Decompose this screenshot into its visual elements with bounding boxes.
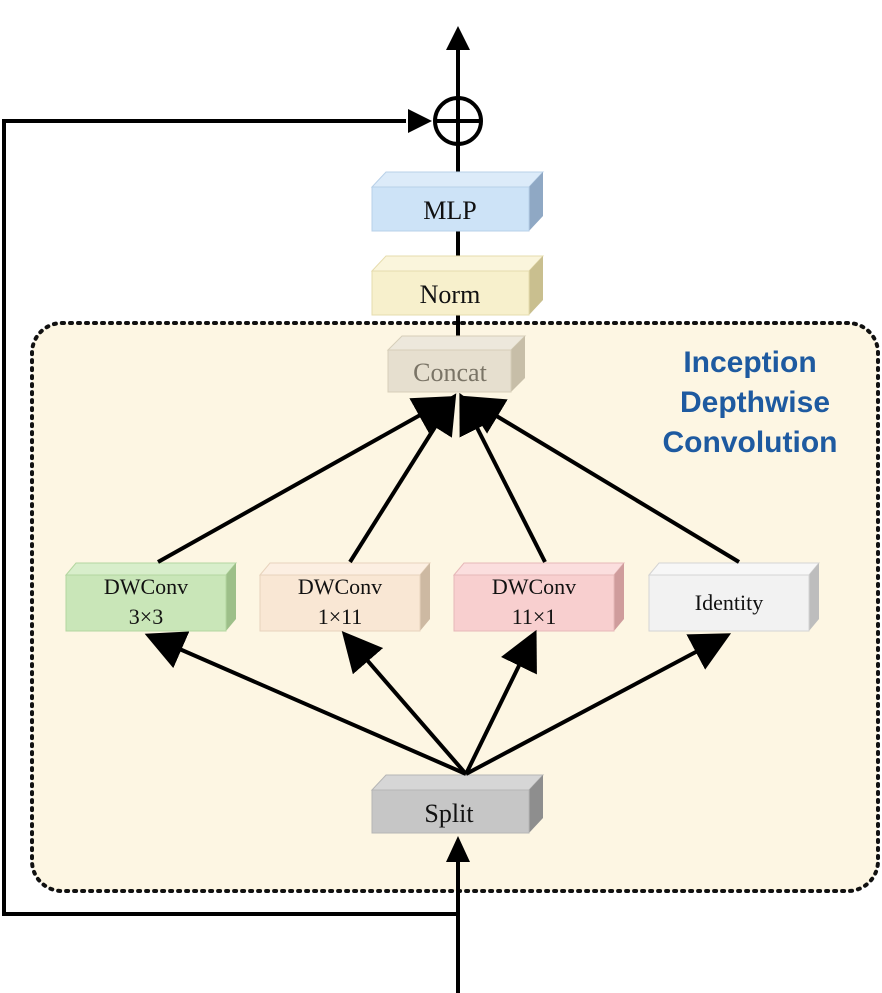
branch-label-line2: 3×3 bbox=[129, 604, 163, 629]
input-arrow-head bbox=[446, 836, 470, 862]
concat-block: Concat bbox=[386, 335, 527, 393]
residual-skip-connection bbox=[2, 119, 458, 916]
branch-block-dwconv-1x11: DWConv 1×11 bbox=[258, 562, 432, 632]
split-block: Split bbox=[370, 774, 545, 834]
branch-1x11-to-concat-arrow bbox=[348, 393, 457, 564]
output-arrow-head bbox=[446, 26, 470, 50]
norm-block: Norm bbox=[370, 255, 545, 316]
branch-3x3-to-concat-arrow bbox=[157, 396, 454, 564]
branch-block-dwconv-11x1: DWConv 11×1 bbox=[452, 562, 626, 632]
split-to-identity-arrow bbox=[465, 633, 732, 776]
branch-label-line1: DWConv bbox=[104, 574, 188, 599]
branch-label-line2: 11×1 bbox=[512, 604, 557, 629]
identity-to-concat-arrow bbox=[463, 395, 741, 564]
circle-plus-icon bbox=[433, 96, 483, 146]
concat-label: Concat bbox=[413, 358, 487, 387]
split-label: Split bbox=[424, 799, 474, 828]
mlp-block: MLP bbox=[370, 171, 545, 232]
branch-label-line2: 1×11 bbox=[318, 604, 363, 629]
branch-block-dwconv-3x3: DWConv 3×3 bbox=[64, 562, 238, 632]
branch-label-line1: DWConv bbox=[298, 574, 382, 599]
region-title-line-2: Depthwise bbox=[680, 386, 830, 419]
split-to-branch-3x3-arrow bbox=[144, 631, 467, 776]
split-to-branch-1x11-arrow bbox=[341, 630, 468, 776]
residual-arrow-head bbox=[408, 109, 432, 133]
region-title-line-3: Convolution bbox=[663, 426, 838, 459]
branch-label-line1: Identity bbox=[695, 590, 763, 615]
mlp-label: MLP bbox=[423, 196, 476, 225]
branch-block-identity: Identity bbox=[647, 562, 821, 632]
region-title-line-1: Inception bbox=[683, 346, 816, 379]
norm-label: Norm bbox=[420, 280, 481, 309]
branch-label-line1: DWConv bbox=[492, 574, 576, 599]
split-to-branch-11x1-arrow bbox=[464, 629, 537, 775]
